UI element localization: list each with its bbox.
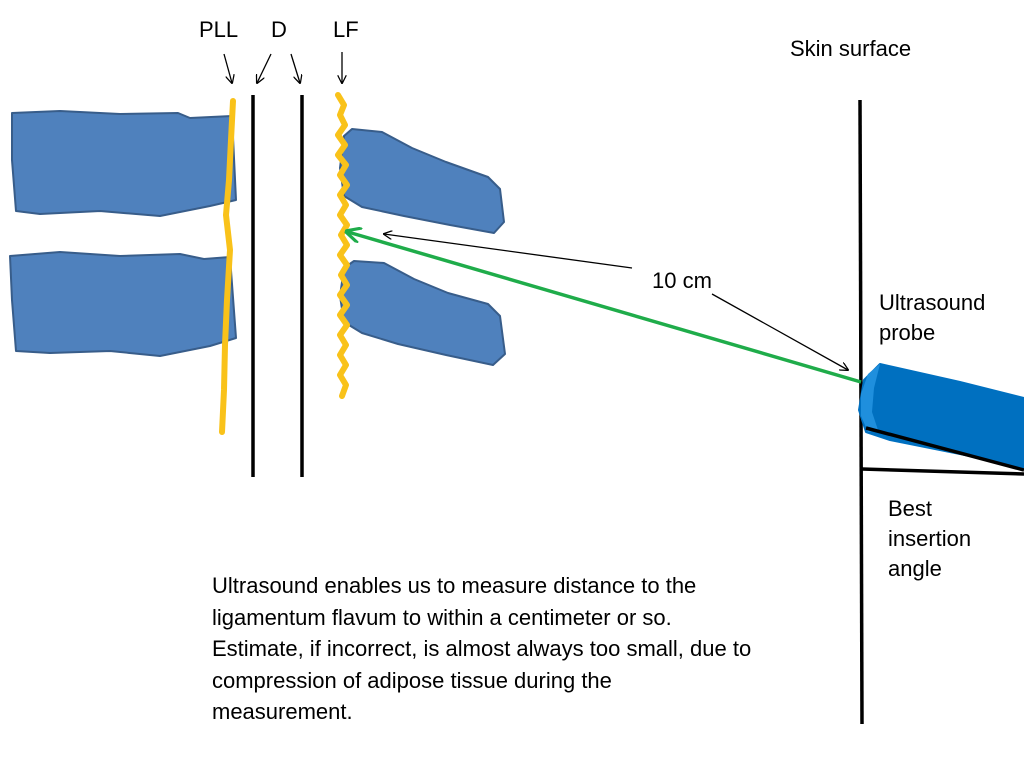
distance-arrow	[348, 232, 862, 384]
dura-label: D	[271, 17, 287, 42]
lf-label: LF	[333, 17, 359, 42]
distance-label: 10 cm	[652, 268, 712, 293]
distance-callout-arrow-left	[384, 234, 633, 269]
d-pointer-arrow-right	[290, 53, 300, 83]
insertion-angle-baseline	[861, 467, 1024, 476]
distance-callout-arrow-right	[711, 293, 848, 370]
insertion-angle-line	[865, 426, 1024, 472]
posterior-longitudinal-ligament	[219, 98, 236, 435]
ligamentum-flavum	[335, 92, 350, 399]
ultrasound-probe-face	[861, 364, 880, 432]
insertion-angle-label: Best insertion angle	[888, 496, 972, 581]
ultrasound-probe-label: Ultrasound probe	[879, 290, 986, 345]
lamina-lower	[339, 260, 506, 366]
vertebral-body-upper	[11, 110, 237, 217]
lamina-upper	[339, 128, 505, 234]
caption-text: Ultrasound enables us to measure distanc…	[212, 573, 752, 724]
vertebral-body-lower	[9, 251, 237, 357]
d-pointer-arrow-left	[257, 53, 272, 83]
pll-pointer-arrow	[223, 53, 232, 83]
ultrasound-probe	[858, 363, 1024, 469]
pll-label: PLL	[199, 17, 239, 42]
skin-surface-label: Skin surface	[790, 36, 912, 61]
